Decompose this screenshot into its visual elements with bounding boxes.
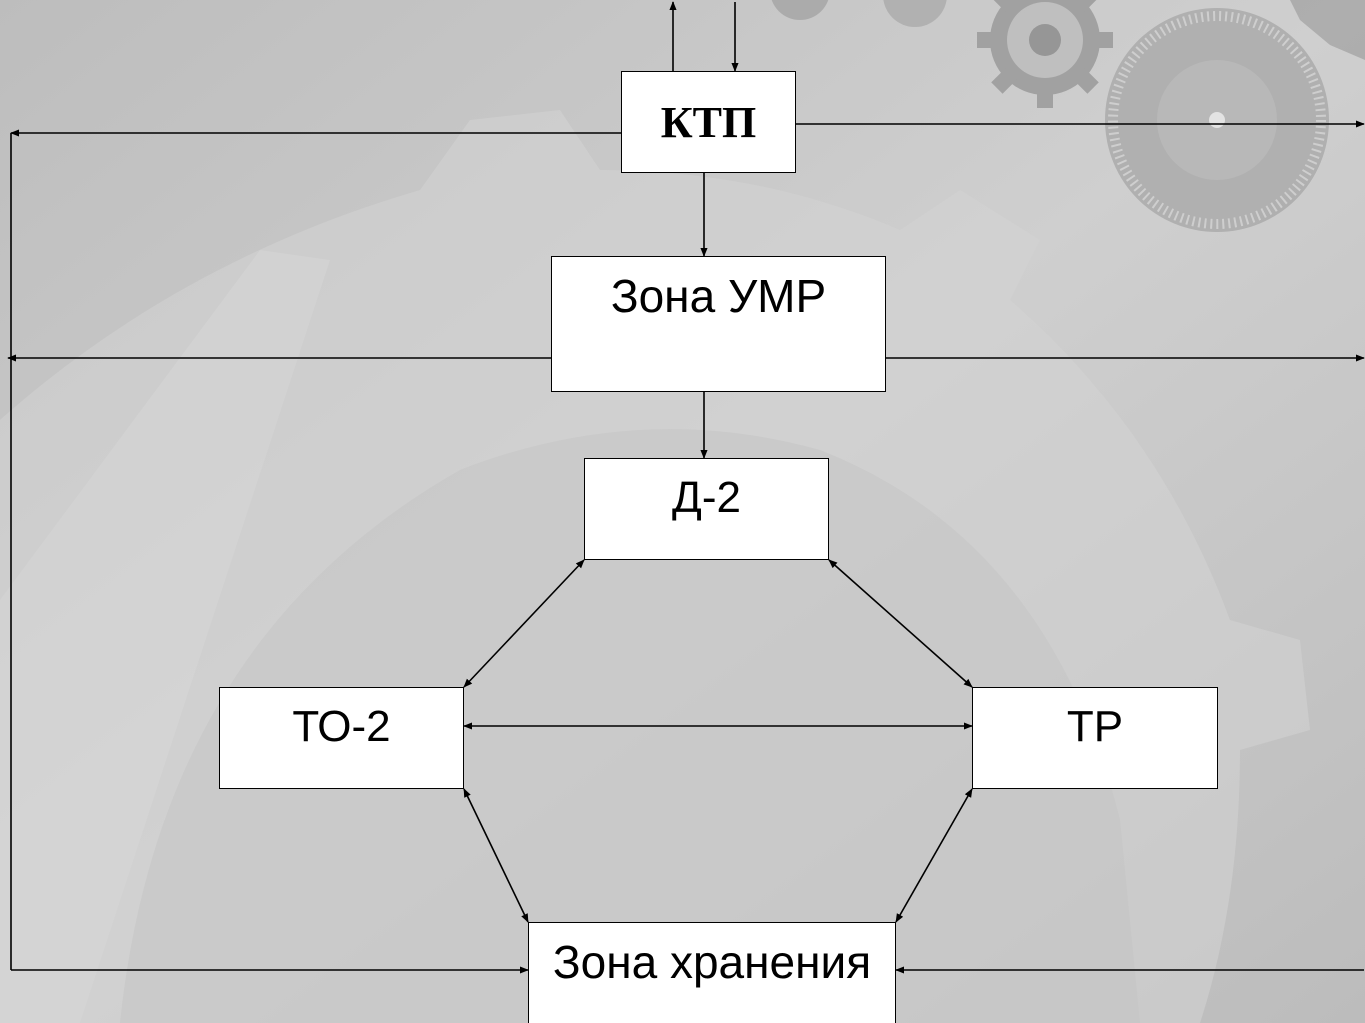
node-ktp-label: КТП (660, 97, 757, 147)
node-to2: ТО-2 (219, 687, 464, 789)
node-zone-umr: Зона УМР (551, 256, 886, 392)
node-d2-label: Д-2 (672, 473, 741, 522)
small-gear-icon (977, 0, 1113, 108)
edge-d2-to2 (463, 559, 585, 688)
disc-gear-icon (1105, 8, 1329, 232)
edge-tr-storage (895, 788, 973, 923)
node-tr: ТР (972, 687, 1218, 789)
node-d2: Д-2 (584, 458, 829, 560)
node-ktp: КТП (621, 71, 796, 173)
node-tr-label: ТР (1066, 702, 1124, 751)
node-zone-storage: Зона хранения (528, 922, 896, 1023)
node-to2-label: ТО-2 (292, 702, 391, 751)
edge-d2-tr (828, 559, 973, 688)
edge-to2-storage (463, 788, 529, 923)
node-zone-umr-label: Зона УМР (610, 270, 827, 322)
node-zone-storage-label: Зона хранения (552, 936, 872, 988)
